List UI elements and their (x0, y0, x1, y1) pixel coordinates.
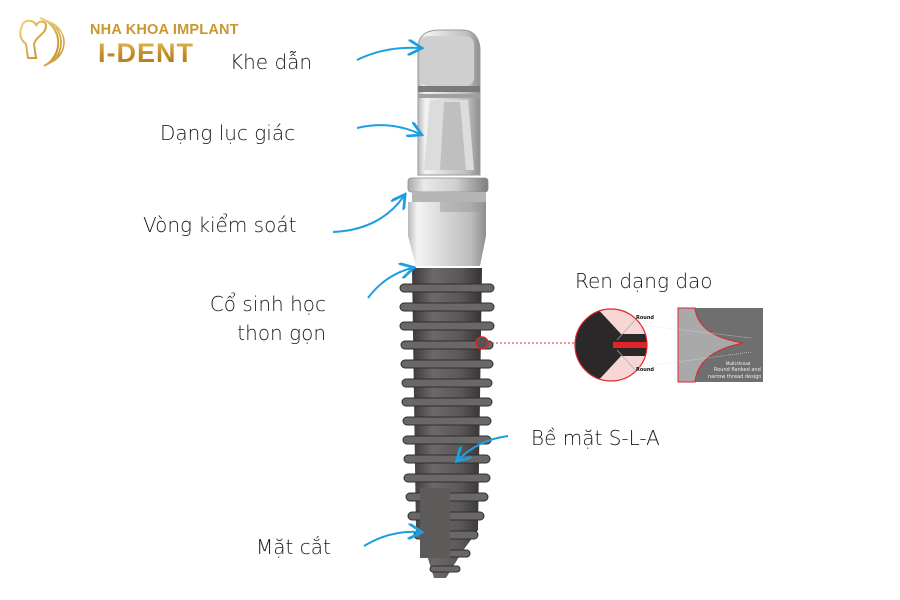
label-mat-cat: Mặt cắt (256, 535, 331, 559)
thread-detail-inset (574, 307, 763, 383)
label-dang-luc-giac: Dạng lục giác (160, 121, 296, 145)
brand-logo: NHA KHOA IMPLANT I-DENT (14, 14, 244, 72)
inset-marker-bottom: Round (636, 367, 654, 373)
annotation-arrows (332, 48, 509, 547)
arrow-vong-kiem-soat (332, 196, 404, 233)
threaded-body (399, 268, 495, 578)
arrow-co-sinh-hoc (367, 268, 412, 299)
arrow-dang-luc-giac (356, 125, 420, 134)
label-vong-kiem-soat: Vòng kiểm soát (143, 213, 297, 237)
label-be-mat-sla: Bề mặt S-L-A (531, 426, 660, 450)
thread-callout-circle (475, 336, 489, 350)
brand-name: I-DENT (98, 38, 194, 68)
arrow-mat-cat (363, 532, 420, 547)
label-khe-dan: Khe dẫn (230, 50, 313, 74)
inset-caption-small: Multi-thread (726, 361, 751, 366)
control-ring (407, 177, 489, 236)
arrow-be-mat-sla (458, 435, 509, 460)
label-co-sinh-hoc-line1: Cổ sinh học (209, 292, 326, 316)
arrow-khe-dan (356, 48, 420, 61)
tapered-neck (408, 236, 486, 266)
inset-marker-top: Round (636, 315, 654, 321)
label-co-sinh-hoc-line2: thon gọn (237, 321, 326, 345)
inset-caption-line2: narrow thread design (708, 374, 762, 380)
tooth-logo-icon (19, 17, 65, 67)
inset-title: Ren dạng dao (575, 269, 713, 293)
brand-subtitle: NHA KHOA IMPLANT (90, 22, 239, 38)
implant-head (417, 29, 481, 176)
inset-caption-line1: Round flanked and (714, 367, 761, 373)
